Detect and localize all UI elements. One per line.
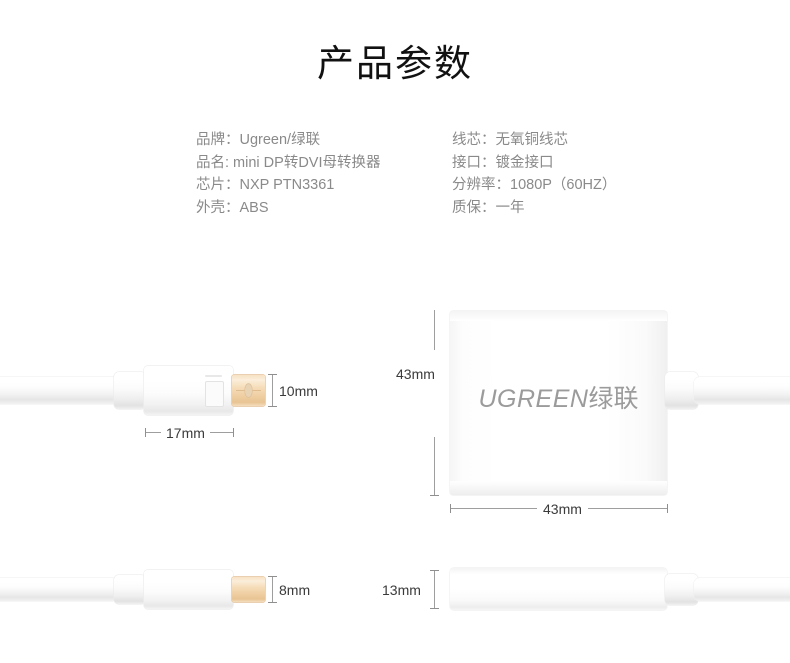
strain-relief-sleeve-top [114,372,146,409]
dimension-label-connector-height: 10mm [279,383,318,399]
dimension-cap-connector-thickness-top [268,576,277,577]
page-title: 产品参数 [317,43,473,84]
dimension-label-connector-thickness: 8mm [279,582,311,598]
dimension-cap-body-width-left [450,504,451,513]
dimension-line-body-thickness [434,570,435,609]
dimension-cap-connector-thickness-bottom [268,602,277,603]
cable-bottom-left [0,578,118,601]
dimension-cap-body-height-bottom [430,495,439,496]
cable-top-left [0,377,118,404]
dimension-label-body-width: 43mm [537,500,588,518]
mini-dp-shell-bar [205,375,222,377]
dimension-cap-body-width-right [667,504,668,513]
adapter-cable-collar-right [665,372,698,409]
spec-item-warranty: 质保：一年 [452,199,525,216]
dimension-label-connector-width: 17mm [161,424,210,442]
dimension-cap-connector-height-top [268,374,277,375]
dimension-label-body-height: 43mm [396,366,435,382]
dimension-line-body-height-upper [434,310,435,350]
dimension-cap-body-thickness-top [430,570,439,571]
dimension-line-body-height-lower [434,437,435,495]
dimension-line-connector-thickness [272,576,273,603]
adapter-body-top-edge [450,311,667,321]
mini-dp-gold-pin [245,384,252,397]
dimension-cap-connector-width-right [233,428,234,437]
brand-logo-latin: UGREEN [478,385,589,413]
spec-column-right: 线芯：无氧铜线芯 接口：镀金接口 分辨率：1080P（60HZ） 质保：一年 [452,129,616,219]
adapter-cable-collar-right-side [665,574,698,605]
adapter-body-side [450,568,667,610]
mini-dp-gold-contact-side [232,577,265,602]
brand-logo: UGREEN绿联 [450,385,667,413]
spec-item-chipset: 芯片：NXP PTN3361 [196,177,335,193]
dimension-cap-body-thickness-bottom [430,608,439,609]
dimension-cap-connector-width-left [145,428,146,437]
adapter-body-bottom-edge [450,481,667,495]
cable-top-right [694,377,790,404]
spec-column-left: 品牌：Ugreen/绿联 品名: mini DP转DVI母转换器 芯片：NXP … [196,129,381,219]
spec-item-resolution: 分辨率：1080P（60HZ） [452,177,617,193]
adapter-body-front: UGREEN绿联 [450,311,667,495]
spec-item-interface: 接口：镀金接口 [452,154,554,171]
brand-logo-cn: 绿联 [588,385,639,413]
spec-item-brand: 品牌：Ugreen/绿联 [196,132,321,148]
dimension-cap-connector-height-bottom [268,406,277,407]
mini-dp-shell-side [144,570,233,609]
dimension-line-connector-height [272,374,273,407]
strain-relief-sleeve-bottom [114,575,146,604]
spec-item-product-name: 品名: mini DP转DVI母转换器 [196,154,381,171]
dimension-label-body-thickness: 13mm [382,582,421,598]
mini-dp-shell-slot [205,381,224,407]
spec-item-conductor: 线芯：无氧铜线芯 [452,132,568,148]
spec-item-housing: 外壳：ABS [196,199,269,216]
cable-bottom-right [694,578,790,601]
